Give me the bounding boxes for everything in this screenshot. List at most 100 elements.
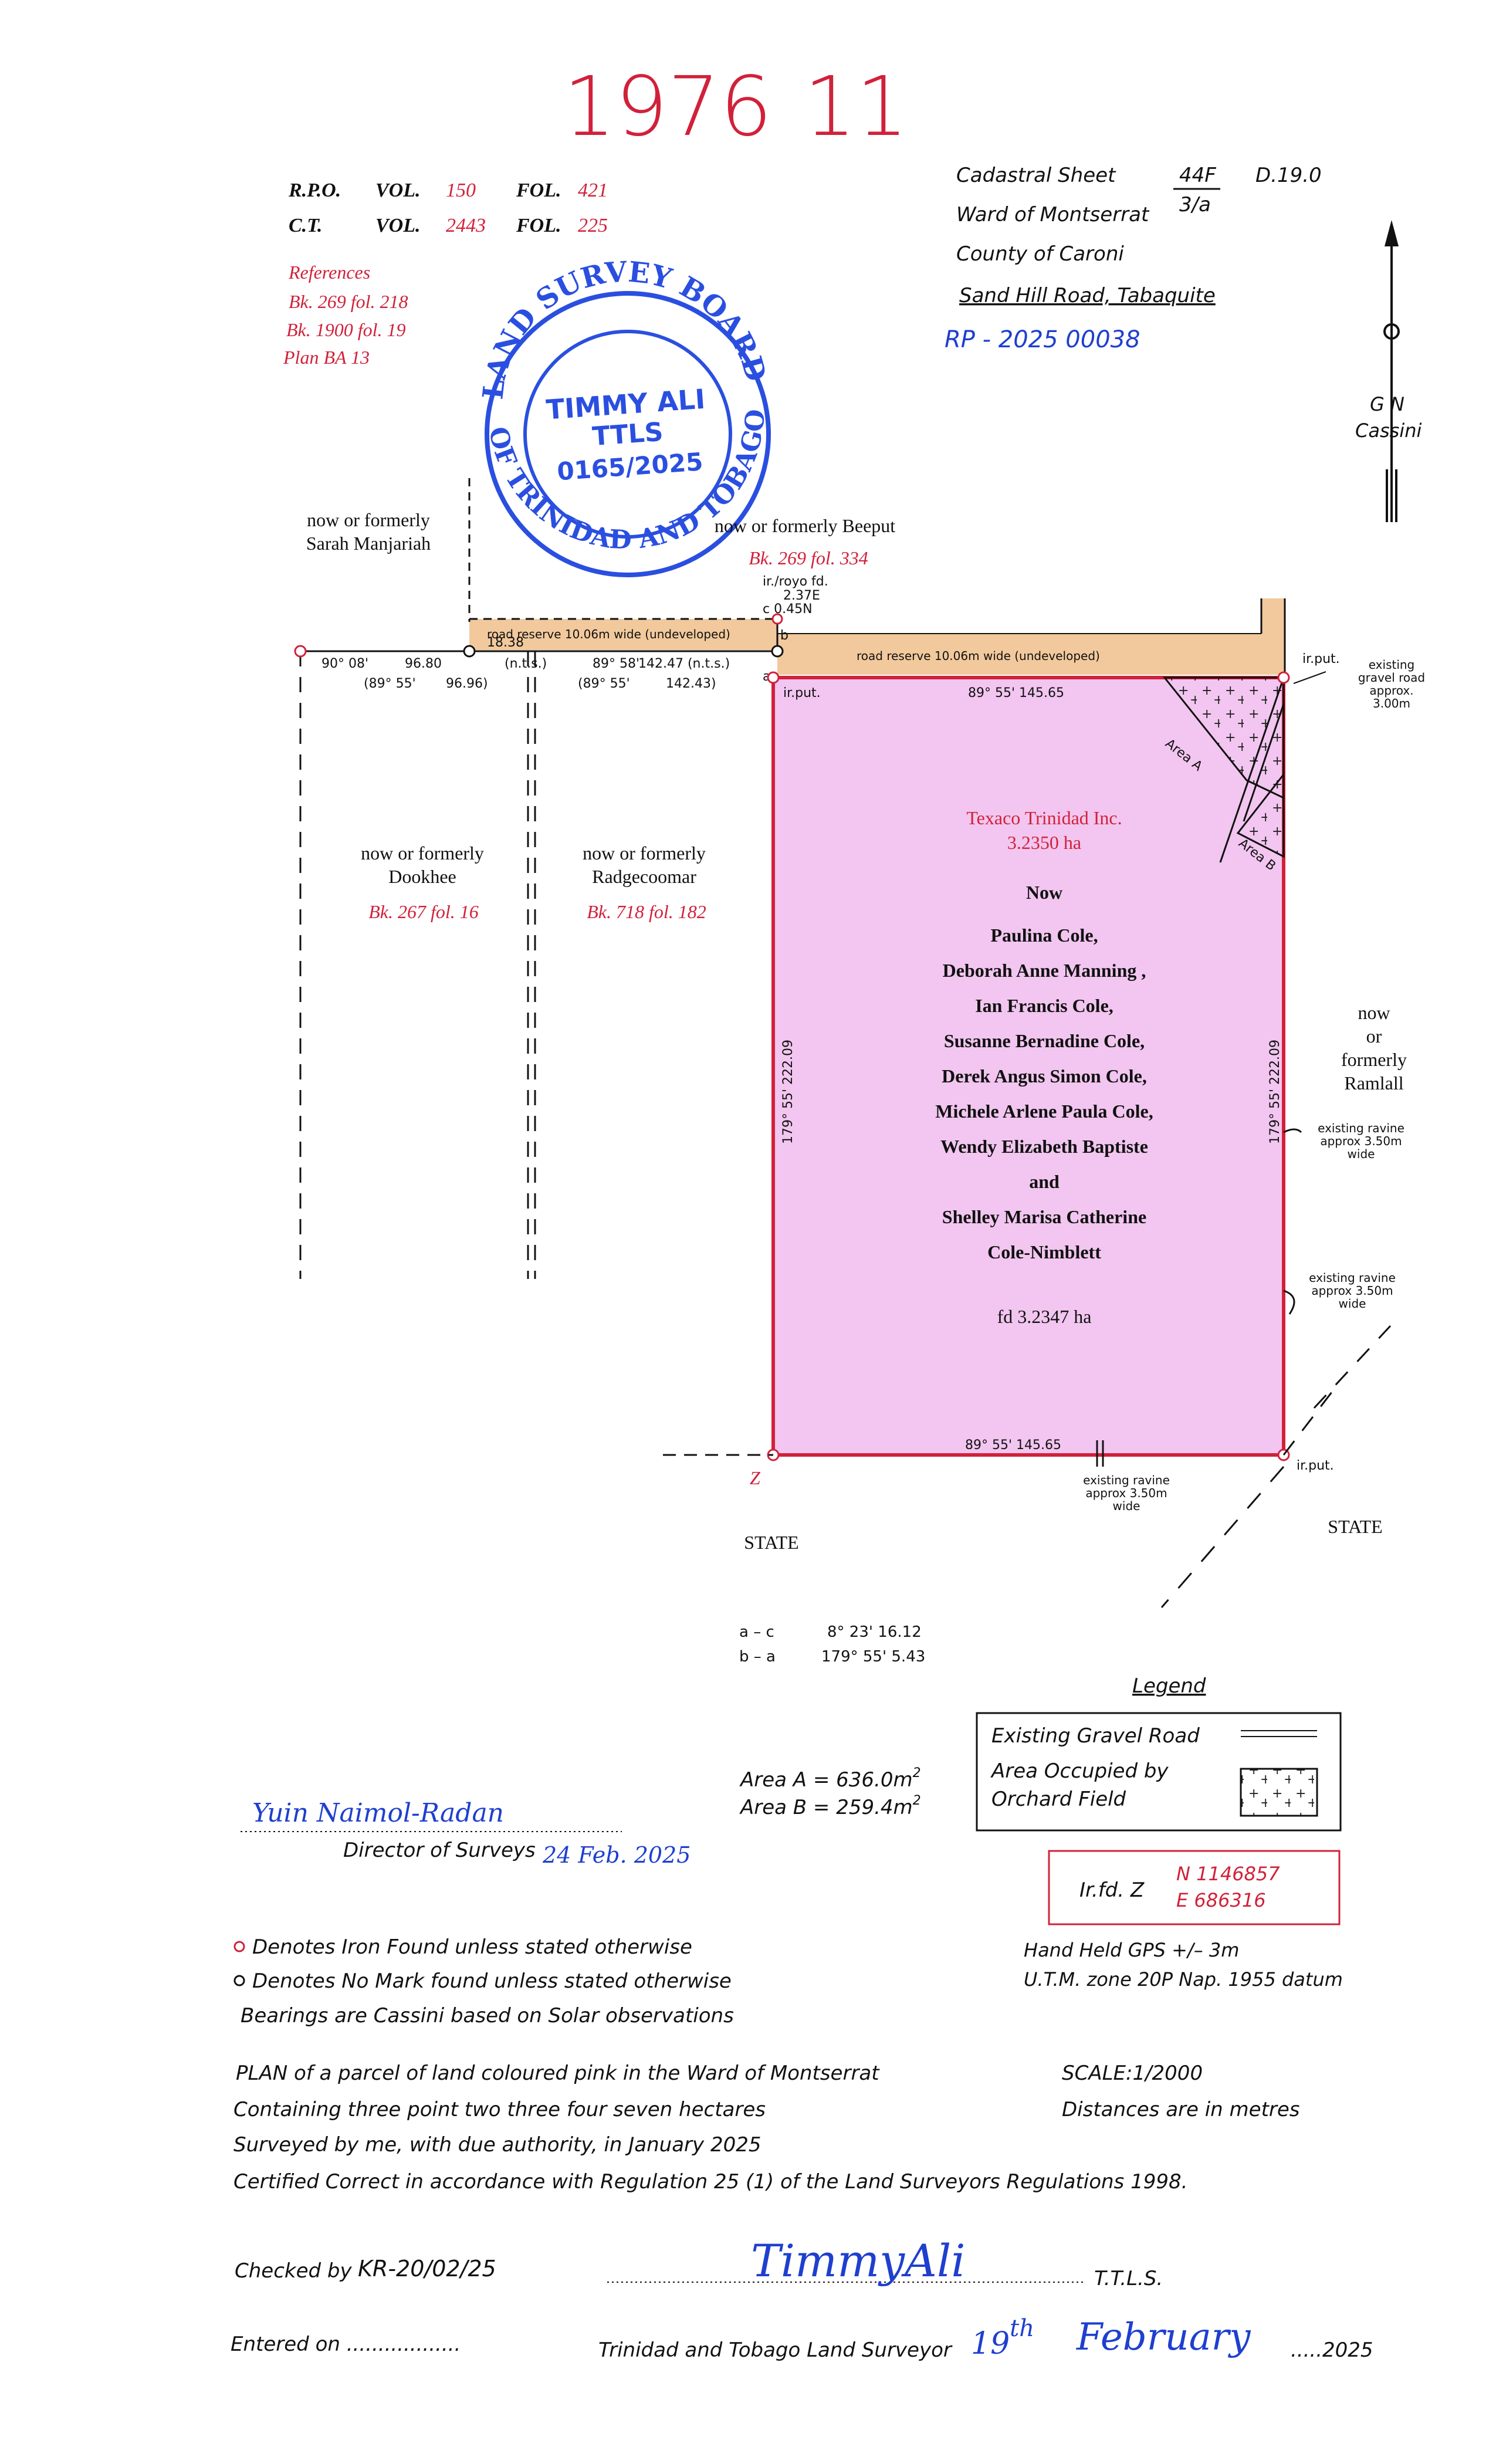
statement-line-2: Containing three point two three four se… [233,2098,766,2121]
ravine-note: existing ravine [1318,1121,1404,1135]
iron-put-ne: ir.put. [1302,652,1340,666]
ravine-note: wide [1348,1147,1375,1161]
reference-item: Bk. 269 fol. 218 [289,291,408,312]
neighbour-radgecoomar-l2: Radgecoomar [592,866,696,887]
owner-name: and [1029,1171,1060,1192]
gravel-road-note: gravel road [1358,671,1425,685]
surveyor-label: Trinidad and Tobago Land Surveyor [598,2338,953,2362]
legend-gravel-label: Existing Gravel Road [991,1724,1200,1748]
ct-fol: 225 [578,215,608,236]
iron-put-se: ir.put. [1297,1458,1334,1473]
road-reserve-right [777,598,1285,675]
owner-name: Ian Francis Cole, [975,995,1113,1016]
ravine-note: approx 3.50m [1085,1486,1167,1500]
ravine-note: approx 3.50m [1311,1284,1393,1298]
ravine-note: approx 3.50m [1320,1134,1402,1148]
area-a-value: Area A = 636.0m2 [739,1766,921,1792]
ct-fol-label: FOL. [516,215,561,236]
cadastral-sheet-ref: D.19.0 [1255,164,1322,187]
neighbour-ramlall-l3: formerly [1341,1049,1407,1070]
svg-text:LAND SURVEY BOARD: LAND SURVEY BOARD [468,246,773,404]
traverse-ac-label: a – c [739,1623,774,1641]
entered-on-label: Entered on .................. [231,2333,461,2356]
dim-nts: (n.t.s.) [505,656,547,671]
surveyor-signature: TimmyAli [751,2235,966,2287]
reference-item: Bk. 1900 fol. 19 [286,319,406,340]
iron-put-nw: ir.put. [783,686,821,700]
neighbour-beeput-ref: Bk. 269 fol. 334 [749,547,868,568]
dim-left: 179° 55' 222.09 [781,1040,796,1144]
parcel-area-fd: fd 3.2347 ha [997,1306,1092,1327]
cadastral-sheet-label: Cadastral Sheet [956,164,1116,187]
legend-orchard-swatch [1240,1768,1318,1817]
neighbour-ramlall-l4: Ramlall [1344,1072,1403,1094]
ct-vol: 2443 [446,215,486,236]
point-b: b [780,628,788,643]
dim-w2-dist: 142.47 (n.t.s.) [638,656,730,671]
iron-found-note: ir./royo fd. [763,574,828,589]
neighbour-dookhee-l2: Dookhee [388,866,456,887]
legend-orchard-label-1: Area Occupied by [990,1759,1169,1783]
neighbour-ramlall-l1: now [1358,1002,1390,1023]
statement-scale: SCALE:1/2000 [1062,2062,1203,2085]
signed-year: .....2025 [1291,2338,1373,2362]
rpo-vol-label: VOL. [375,180,421,201]
neighbour-beeput-l1: now or formerly Beeput [715,515,895,536]
legend-box [976,1712,1342,1832]
ct-vol-label: VOL. [375,215,421,236]
signed-day: 19th [971,2315,1034,2361]
gravel-road-note: existing [1369,658,1415,672]
parcel-area [771,676,1285,1457]
stamp-number: 0165/2025 [556,447,704,486]
owner-name: Derek Angus Simon Cole, [942,1065,1147,1087]
reference-item: Plan BA 13 [283,347,370,368]
cadastral-county: County of Caroni [956,242,1124,266]
owner-name: Wendy Elizabeth Baptiste [940,1136,1148,1157]
ravine-note: existing ravine [1083,1473,1170,1487]
north-arrow [1383,220,1400,522]
rpo-fol-label: FOL. [516,180,561,201]
neighbour-radgecoomar-l1: now or formerly [583,842,706,864]
checked-by-value: KR-20/02/25 [358,2256,496,2282]
road-reserve-right-label: road reserve 10.06m wide (undeveloped) [857,649,1100,663]
stamp-ring-top: LAND SURVEY BOARD [468,246,773,404]
neighbour-dookhee-l1: now or formerly [361,842,484,864]
neighbour-manjariah-l2: Sarah Manjariah [306,533,431,554]
coordinates-label: Ir.fd. Z [1079,1879,1145,1902]
dim-w1-cassini: (89° 55' [364,676,416,691]
dim-w1-dist: 96.80 [405,656,442,671]
neighbour-ramlall-l2: or [1366,1025,1382,1047]
owner-name: Cole-Nimblett [987,1241,1101,1263]
ravine-note: existing ravine [1309,1271,1396,1285]
rpo-label: R.P.O. [288,180,341,201]
owner-name: Susanne Bernadine Cole, [944,1030,1145,1051]
dim-c-0-45n: c 0.45N [763,602,813,617]
state-right: STATE [1328,1516,1382,1537]
parcel-area-old: 3.2350 ha [1007,832,1081,853]
coordinates-north: N 1146857 [1176,1863,1280,1885]
cadastral-road: Sand Hill Road, Tabaquite [959,284,1216,307]
traverse-ac-value: 8° 23' 16.12 [827,1623,922,1641]
references-title: References [288,262,370,283]
checked-by-label: Checked by [235,2259,352,2283]
ttls-label: T.T.L.S. [1094,2267,1163,2290]
note-iron-found: Denotes Iron Found unless stated otherwi… [252,1935,692,1959]
parcel-now: Now [1026,882,1062,903]
owner-name: Paulina Cole, [990,925,1098,946]
dim-bottom: 89° 55' 145.65 [965,1438,1061,1453]
stamp-title: TTLS [591,417,664,452]
director-label: Director of Surveys [343,1839,536,1862]
north-label-gn: G N [1370,393,1404,415]
gravel-road-note: 3.00m [1373,696,1410,710]
dim-w1-bearing: 90° 08' [321,656,368,671]
dim-2-37e: 2.37E [783,588,820,603]
statement-distances: Distances are in metres [1062,2098,1300,2121]
statement-line-3: Surveyed by me, with due authority, in J… [233,2133,761,2157]
traverse-ba-label: b – a [739,1648,776,1666]
coordinates-box [1048,1850,1341,1925]
owner-name: Deborah Anne Manning , [943,960,1146,981]
legend-orchard-label-2: Orchard Field [991,1788,1126,1811]
director-signature: Yuin Naimol-Radan [252,1798,504,1828]
